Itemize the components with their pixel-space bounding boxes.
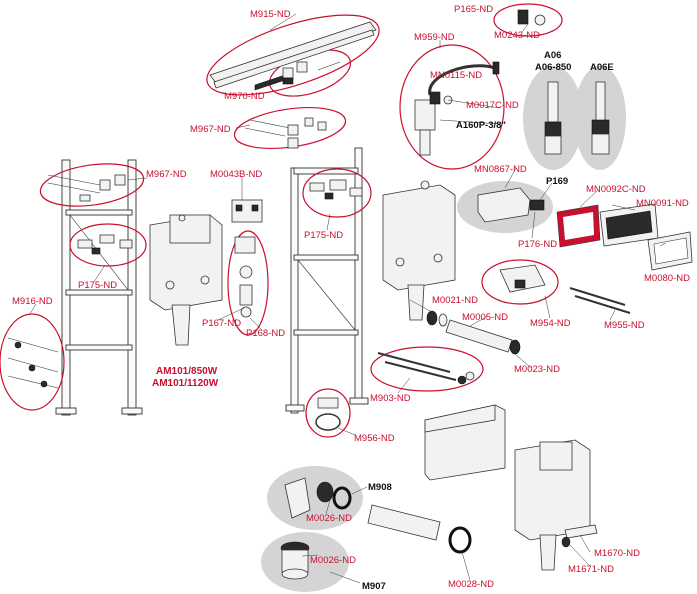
label-mn0092c: MN0092C-ND	[586, 184, 646, 195]
left-cistern	[149, 214, 223, 346]
label-m0005: M0005-ND	[462, 312, 508, 323]
label-p169: P169	[546, 176, 568, 187]
label-a06e: A06E	[590, 62, 614, 73]
label-am101-1120: AM101/1120W	[152, 378, 219, 389]
m967-left-ring	[39, 163, 145, 207]
m907-connector	[280, 541, 310, 580]
p165-nut	[517, 9, 546, 26]
label-p175-left: P175-ND	[78, 280, 117, 291]
m956-clip	[315, 397, 341, 431]
label-mn0867: MN0867-ND	[474, 164, 527, 175]
m0080-frame	[647, 231, 693, 271]
label-am101-850: AM101/850W	[156, 366, 218, 377]
p165-ring	[493, 3, 563, 37]
label-a06-850: A06-850	[535, 62, 571, 73]
label-m0028: M0028-ND	[448, 579, 494, 590]
label-m0021: M0021-ND	[432, 295, 478, 306]
label-m916: M916-ND	[12, 296, 53, 307]
label-p165: P165-ND	[454, 4, 493, 15]
m0005-flush-pipe	[445, 319, 521, 355]
label-m955: M955-ND	[604, 320, 645, 331]
label-m0080: M0080-ND	[644, 273, 690, 284]
label-m956: M956-ND	[354, 433, 395, 444]
label-p175-mid: P175-ND	[304, 230, 343, 241]
label-p168: P168-ND	[246, 328, 285, 339]
label-a160p: A160P-3/8"	[456, 120, 506, 131]
label-m907: M907	[362, 581, 386, 592]
a06-drain-valve	[544, 81, 562, 155]
m903-bolts	[377, 352, 475, 385]
middle-cistern	[382, 180, 456, 321]
p167-p168-parts	[234, 236, 256, 318]
m956-ring	[305, 388, 351, 438]
m915-ring	[206, 14, 380, 96]
m954-ring	[481, 259, 559, 305]
a06e-drain-valve	[591, 81, 610, 155]
front-cover-panel	[424, 404, 506, 481]
label-a06: A06	[544, 50, 561, 61]
label-m0026-top: M0026-ND	[306, 513, 352, 524]
left-installation-frame	[55, 159, 143, 416]
m959-ring	[399, 44, 505, 170]
label-m0243: M0243-ND	[494, 30, 540, 41]
mn0091-plate	[599, 203, 659, 247]
m1670-m1671-parts	[561, 524, 598, 548]
label-m903: M903-ND	[370, 393, 411, 404]
m955-rods	[569, 287, 631, 314]
label-m0023: M0023-ND	[514, 364, 560, 375]
m967-top-bolts	[244, 117, 327, 149]
m903-ring	[370, 346, 484, 392]
label-m0043b: M0043B-ND	[210, 169, 262, 180]
m0043b-bracket	[231, 199, 263, 223]
label-m915: M915-ND	[250, 9, 291, 20]
leader-lines	[29, 13, 667, 584]
label-m970: M970-ND	[224, 91, 265, 102]
m916-bolts	[7, 337, 59, 389]
p175-mid-ring	[302, 168, 372, 218]
m0028-pipe	[367, 504, 472, 554]
m959-fill-valve	[414, 61, 500, 156]
m915-rail	[209, 21, 377, 91]
p175-left-ring	[69, 223, 147, 267]
label-m967-left: M967-ND	[146, 169, 187, 180]
m954-actuator	[499, 264, 546, 293]
label-m967-top: M967-ND	[190, 124, 231, 135]
p175-left-brackets	[77, 234, 133, 255]
label-p176: P176-ND	[518, 239, 557, 250]
label-m954: M954-ND	[530, 318, 571, 329]
m0021-seal	[426, 310, 448, 327]
p175-mid-brackets	[309, 179, 363, 200]
label-m0026-bot: M0026-ND	[310, 555, 356, 566]
m967-left-bolts	[47, 174, 126, 202]
label-m959: M959-ND	[414, 32, 455, 43]
mn0092c-gasket	[556, 204, 601, 248]
p167-p168-ring	[227, 230, 269, 336]
label-p167: P167-ND	[202, 318, 241, 329]
label-mn0115: MN0115-ND	[430, 70, 482, 81]
label-m908: M908	[368, 482, 392, 493]
label-m0017c: M0017C-ND	[466, 100, 519, 111]
label-mn0091: MN0091-ND	[636, 198, 689, 209]
m916-ring	[0, 313, 65, 411]
middle-installation-frame	[285, 147, 369, 414]
mn0867-bracket	[477, 187, 545, 223]
m908-elbow	[284, 477, 352, 519]
bottom-right-cistern	[514, 439, 591, 571]
m970-brackets	[282, 61, 341, 85]
label-m1671: M1671-ND	[568, 564, 614, 575]
label-m1670: M1670-ND	[594, 548, 640, 559]
